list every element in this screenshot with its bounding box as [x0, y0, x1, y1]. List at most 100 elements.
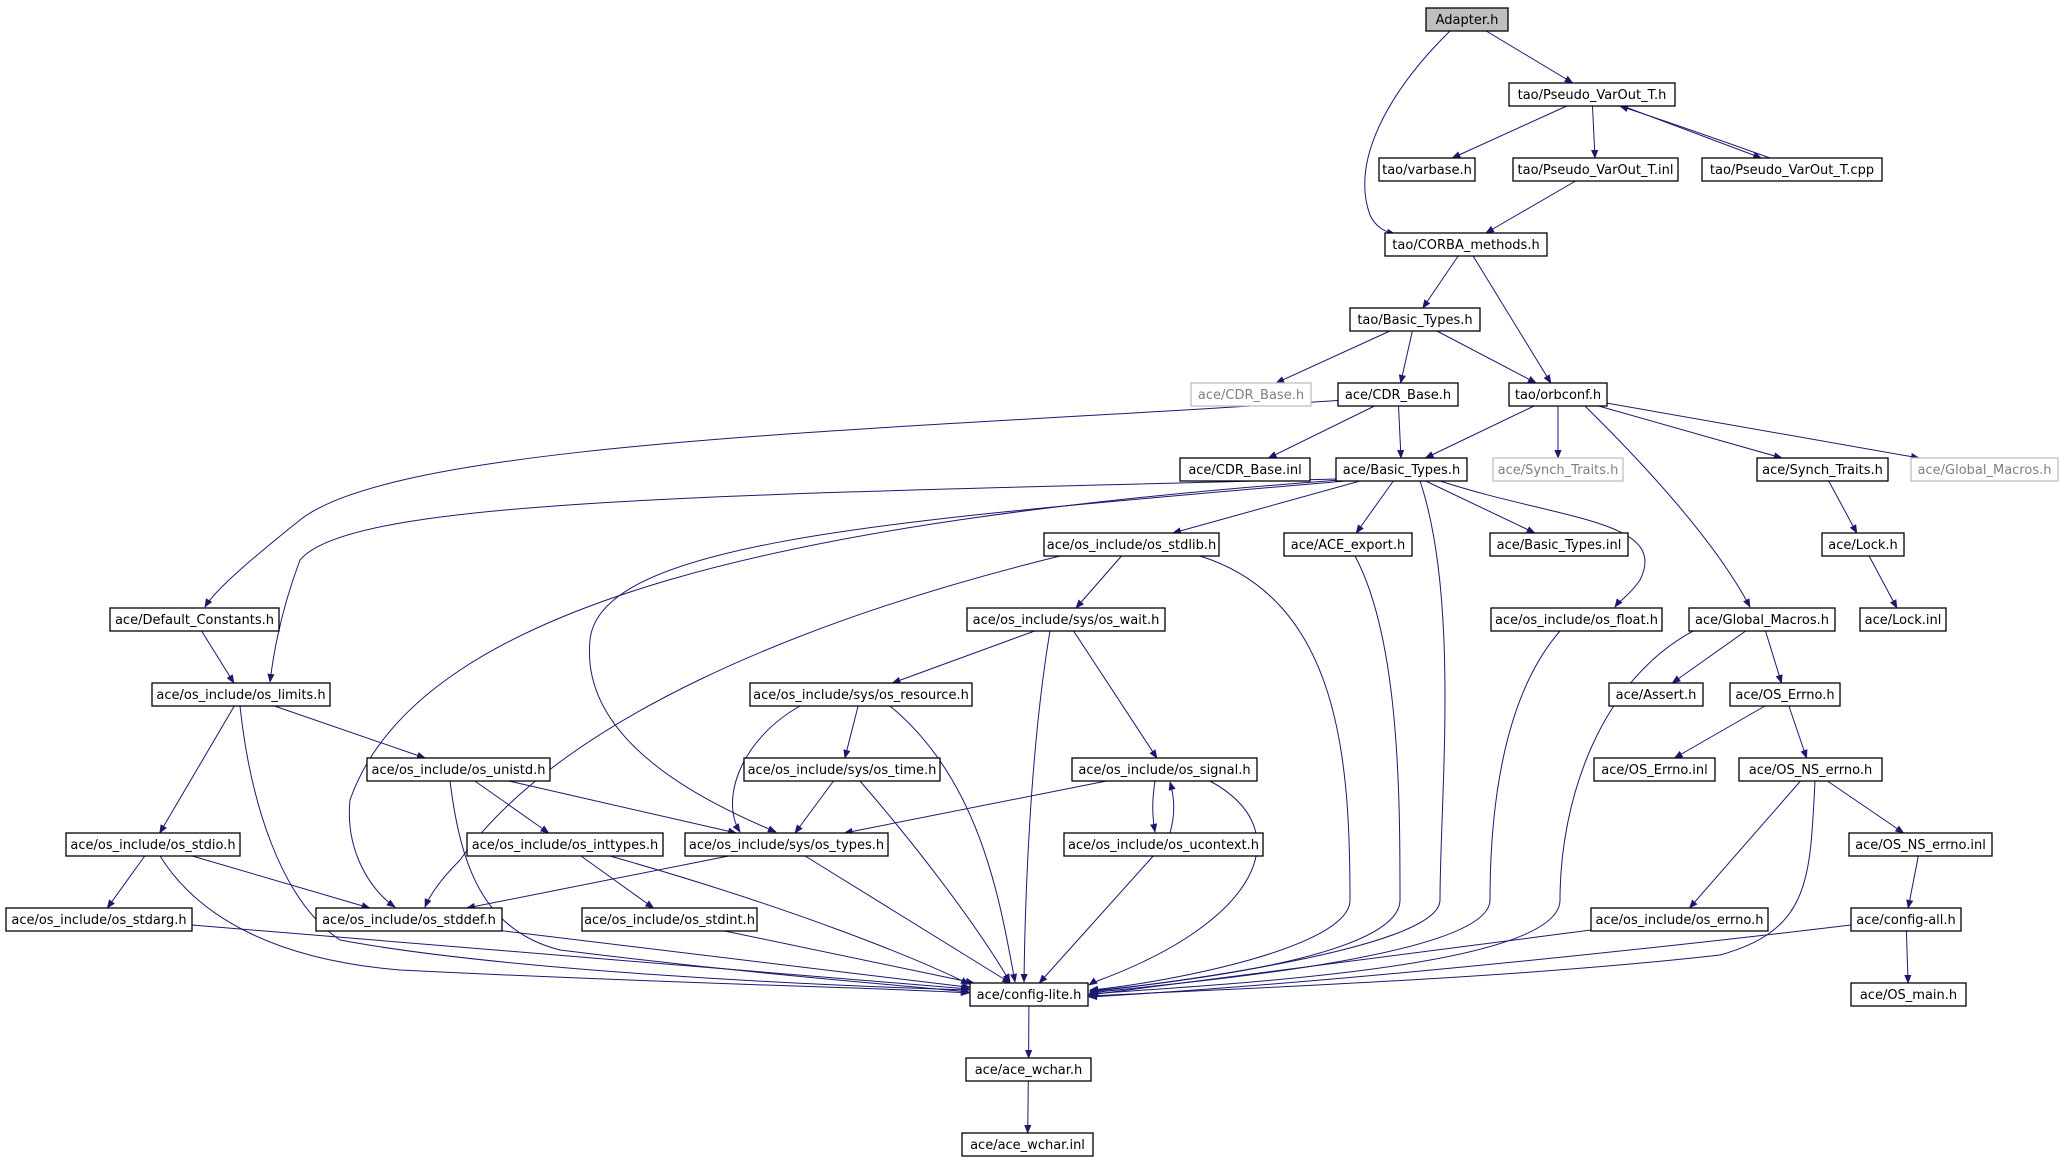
node-ace-wchar-h[interactable]: ace/ace_wchar.h — [965, 1057, 1092, 1082]
edge-orbconf-to-synch_traits — [1598, 405, 1783, 460]
node-os-limits[interactable]: ace/os_include/os_limits.h — [151, 682, 331, 707]
node-box — [1071, 757, 1258, 782]
node-label: ace/Assert.h — [1616, 688, 1697, 703]
node-os-ns-errno-inl[interactable]: ace/OS_NS_errno.inl — [1848, 832, 1993, 857]
node-os-stdarg[interactable]: ace/os_include/os_stdarg.h — [5, 907, 193, 932]
node-config-lite[interactable]: ace/config-lite.h — [969, 982, 1089, 1007]
node-os-wait[interactable]: ace/os_include/sys/os_wait.h — [966, 607, 1166, 632]
node-cdr-base-inl[interactable]: ace/CDR_Base.inl — [1179, 457, 1311, 482]
node-box — [1283, 532, 1413, 557]
node-ace-export[interactable]: ace/ACE_export.h — [1283, 532, 1413, 557]
edge-os_wait-to-config_lite — [1020, 630, 1051, 983]
node-box — [684, 832, 889, 857]
node-os-signal[interactable]: ace/os_include/os_signal.h — [1071, 757, 1258, 782]
node-pseudo-cpp[interactable]: tao/Pseudo_VarOut_T.cpp — [1701, 157, 1883, 182]
edge-tao_basic_types-to-orbconf — [1436, 330, 1537, 384]
edge-os_unistd-to-config_lite — [449, 780, 970, 995]
node-lock-inl[interactable]: ace/Lock.inl — [1859, 607, 1947, 632]
node-label: ace/OS_NS_errno.h — [1749, 763, 1873, 778]
node-box — [1508, 382, 1608, 407]
node-box — [1590, 907, 1769, 932]
node-varbase[interactable]: tao/varbase.h — [1378, 157, 1476, 182]
node-os-types[interactable]: ace/os_include/sys/os_types.h — [684, 832, 889, 857]
edge-os_stdlib-to-os_stddef — [424, 555, 1061, 908]
node-os-errno-h[interactable]: ace/OS_Errno.h — [1729, 682, 1841, 707]
edge-os_time-to-os_types — [794, 780, 834, 834]
node-lock-h[interactable]: ace/Lock.h — [1821, 532, 1905, 557]
node-box — [1384, 232, 1548, 257]
node-box — [1490, 607, 1663, 632]
edge-os_stdint-to-config_lite — [724, 930, 975, 985]
node-box — [1179, 457, 1311, 482]
node-label: ace/CDR_Base.h — [1345, 388, 1451, 403]
node-os-stddef[interactable]: ace/os_include/os_stddef.h — [315, 907, 503, 932]
node-label: ace/ace_wchar.h — [975, 1063, 1083, 1078]
node-label: ace/config-lite.h — [977, 988, 1082, 1003]
edge-global_macros-to-os_errno_h — [1765, 630, 1783, 684]
node-label: ace/OS_Errno.inl — [1601, 763, 1707, 778]
node-label: ace/OS_NS_errno.inl — [1855, 838, 1986, 853]
node-os-time[interactable]: ace/os_include/sys/os_time.h — [743, 757, 941, 782]
node-basic-types-inl[interactable]: ace/Basic_Types.inl — [1489, 532, 1629, 557]
edge-os_limits-to-config_lite — [239, 705, 970, 994]
node-box — [1850, 907, 1962, 932]
node-config-all[interactable]: ace/config-all.h — [1850, 907, 1962, 932]
node-label: ace/os_include/os_stdint.h — [584, 913, 755, 928]
node-synch-traits[interactable]: ace/Synch_Traits.h — [1756, 457, 1889, 482]
node-box — [65, 832, 241, 857]
node-label: ace/os_include/os_errno.h — [1596, 913, 1764, 928]
node-label: ace/os_include/os_limits.h — [156, 688, 325, 703]
node-box — [1910, 457, 2059, 482]
edge-ace_basic_types-to-os_float — [1439, 480, 1646, 608]
edge-ace_basic_types-to-basic_types_inl — [1425, 480, 1536, 534]
node-label: ace/CDR_Base.h — [1198, 388, 1304, 403]
node-os-stdlib[interactable]: ace/os_include/os_stdlib.h — [1043, 532, 1220, 557]
node-box — [5, 907, 193, 932]
node-label: ace/Lock.h — [1828, 538, 1898, 553]
edge-adapter-to-pseudo_h — [1485, 30, 1574, 84]
edge-orbconf-to-ace_basic_types — [1424, 405, 1535, 459]
node-label: ace/os_include/sys/os_types.h — [689, 838, 884, 853]
node-os-errno-inl[interactable]: ace/OS_Errno.inl — [1593, 757, 1716, 782]
node-os-resource[interactable]: ace/os_include/sys/os_resource.h — [749, 682, 973, 707]
node-box — [1425, 7, 1509, 32]
node-os-stdio[interactable]: ace/os_include/os_stdio.h — [65, 832, 241, 857]
node-corba-methods[interactable]: tao/CORBA_methods.h — [1384, 232, 1548, 257]
node-label: ace/Basic_Types.h — [1343, 463, 1460, 478]
node-box — [315, 907, 503, 932]
node-pseudo-h[interactable]: tao/Pseudo_VarOut_T.h — [1508, 82, 1676, 107]
node-os-include-errno[interactable]: ace/os_include/os_errno.h — [1590, 907, 1769, 932]
node-label: ace/ace_wchar.inl — [970, 1138, 1085, 1153]
edge-lock_h-to-lock_inl — [1868, 555, 1898, 609]
node-os-float[interactable]: ace/os_include/os_float.h — [1490, 607, 1663, 632]
node-os-main[interactable]: ace/OS_main.h — [1850, 982, 1967, 1007]
node-label: ace/Global_Macros.h — [1918, 463, 2052, 478]
node-cdr-base[interactable]: ace/CDR_Base.h — [1337, 382, 1459, 407]
node-ace-wchar-inl[interactable]: ace/ace_wchar.inl — [961, 1132, 1094, 1157]
node-adapter[interactable]: Adapter.h — [1425, 7, 1509, 32]
node-assert-h[interactable]: ace/Assert.h — [1608, 682, 1704, 707]
node-os-inttypes[interactable]: ace/os_include/os_inttypes.h — [466, 832, 664, 857]
node-box — [1378, 157, 1476, 182]
node-os-stdint[interactable]: ace/os_include/os_stdint.h — [581, 907, 758, 932]
node-box — [966, 607, 1166, 632]
edge-os_stdarg-to-config_lite — [191, 924, 970, 992]
node-label: tao/Pseudo_VarOut_T.inl — [1518, 163, 1674, 178]
node-pseudo-inl[interactable]: tao/Pseudo_VarOut_T.inl — [1512, 157, 1679, 182]
node-ace-basic-types[interactable]: ace/Basic_Types.h — [1335, 457, 1468, 482]
node-box — [366, 757, 551, 782]
edge-cdr_base-to-ace_basic_types — [1397, 405, 1405, 459]
edge-tao_basic_types-to-cdr_base_missing — [1275, 330, 1391, 384]
node-orbconf[interactable]: tao/orbconf.h — [1508, 382, 1608, 407]
node-label: ace/ACE_export.h — [1291, 538, 1405, 553]
node-box — [969, 982, 1089, 1007]
node-global-macros[interactable]: ace/Global_Macros.h — [1688, 607, 1836, 632]
node-box — [1190, 382, 1312, 407]
node-os-ns-errno-h[interactable]: ace/OS_NS_errno.h — [1738, 757, 1883, 782]
node-default-constants[interactable]: ace/Default_Constants.h — [109, 607, 280, 632]
edge-os_signal-to-config_lite — [1088, 780, 1258, 986]
node-label: ace/os_include/os_stddef.h — [322, 913, 496, 928]
node-tao-basic-types[interactable]: tao/Basic_Types.h — [1349, 307, 1481, 332]
node-os-ucontext[interactable]: ace/os_include/os_ucontext.h — [1063, 832, 1264, 857]
node-os-unistd[interactable]: ace/os_include/os_unistd.h — [366, 757, 551, 782]
